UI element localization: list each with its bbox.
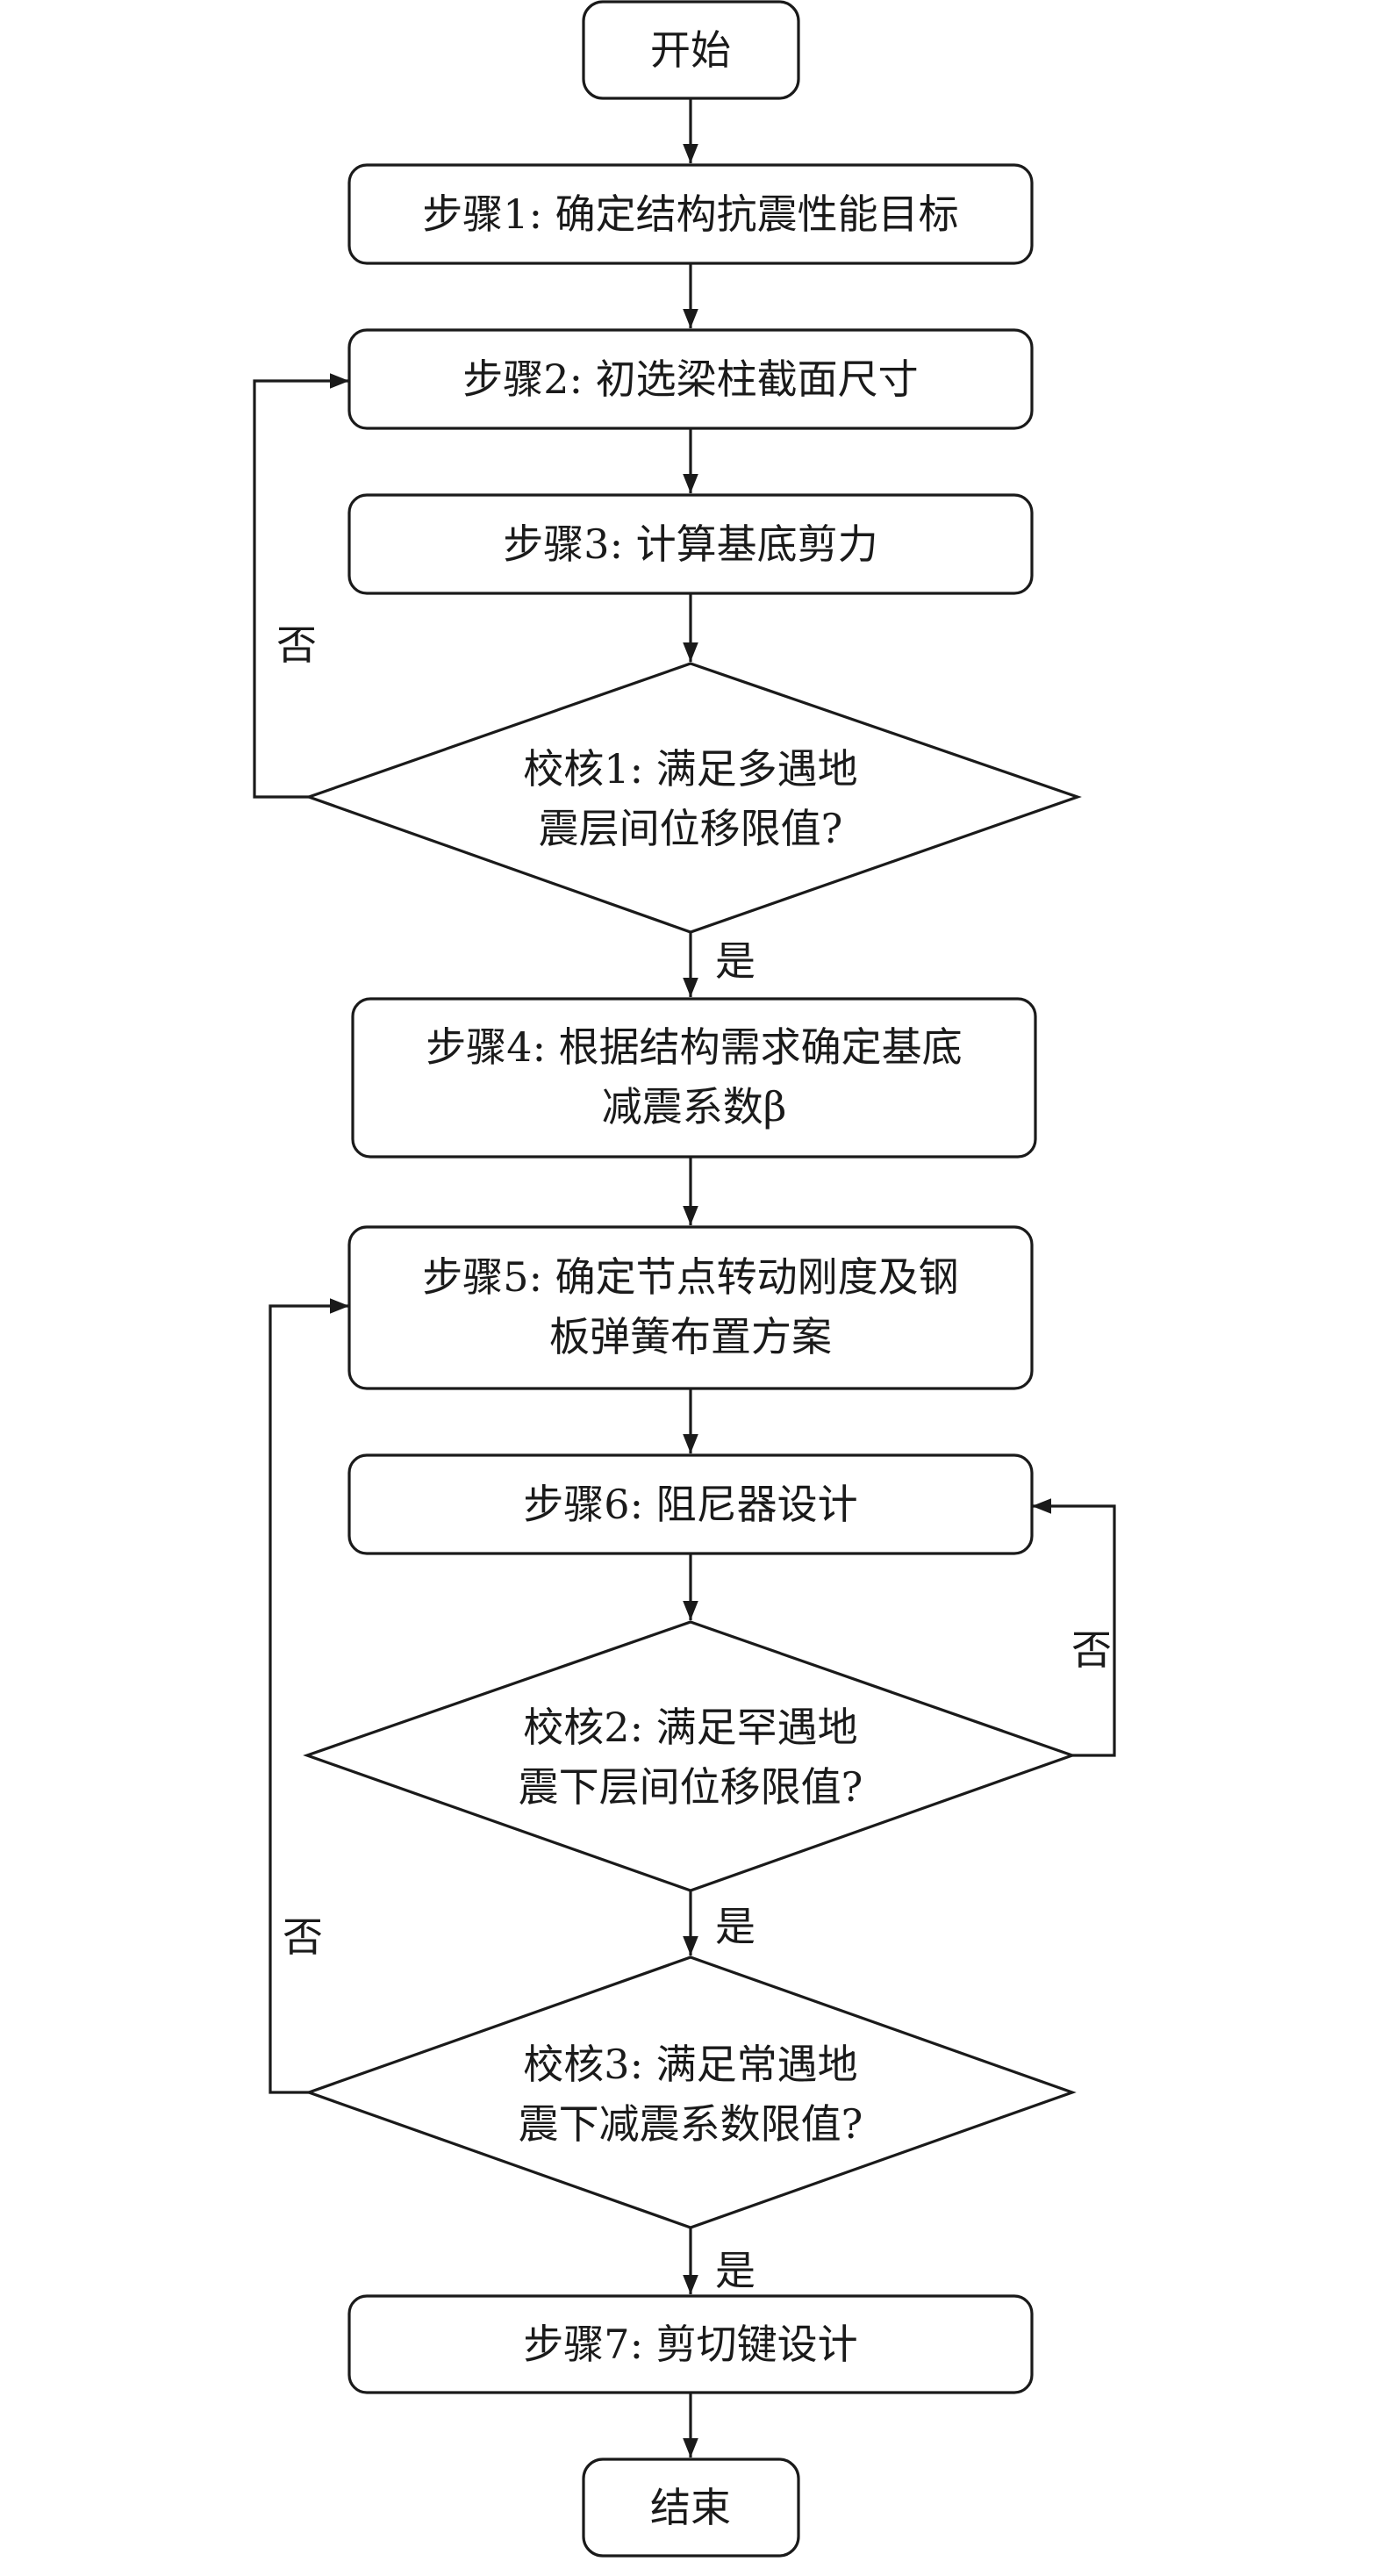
edge-check3-no-step5 <box>269 1298 349 2094</box>
label-check2-no: 否 <box>1071 1626 1112 1674</box>
label-check1-yes: 是 <box>715 937 755 985</box>
node-step7-label: 步骤7: 剪切键设计 <box>523 2321 857 2368</box>
node-step7: 步骤7: 剪切键设计 <box>347 2294 1034 2394</box>
node-check1-line1: 校核1: 满足多遇地 <box>523 745 857 793</box>
node-step3-label: 步骤3: 计算基底剪力 <box>503 520 877 568</box>
label-check2-yes: 是 <box>715 1903 755 1950</box>
node-check3-line1: 校核3: 满足常遇地 <box>523 2041 857 2088</box>
node-check3-line2: 震下减震系数限值? <box>519 2100 863 2148</box>
node-step4: 步骤4: 根据结构需求确定基底 减震系数β <box>351 997 1037 1159</box>
node-check2: 校核2: 满足罕遇地 震下层间位移限值? <box>303 1620 1077 1892</box>
node-step2-label: 步骤2: 初选梁柱截面尺寸 <box>462 355 918 403</box>
node-start: 开始 <box>582 0 800 100</box>
node-step1: 步骤1: 确定结构抗震性能目标 <box>347 163 1034 265</box>
label-check3-yes: 是 <box>715 2247 755 2294</box>
node-step2: 步骤2: 初选梁柱截面尺寸 <box>347 328 1034 430</box>
node-end-label: 结束 <box>650 2484 731 2531</box>
node-check1-line2: 震层间位移限值? <box>539 805 843 852</box>
node-step4-line1: 步骤4: 根据结构需求确定基底 <box>426 1023 962 1071</box>
node-start-label: 开始 <box>650 26 731 74</box>
node-step6: 步骤6: 阻尼器设计 <box>347 1453 1034 1555</box>
node-step1-label: 步骤1: 确定结构抗震性能目标 <box>422 190 958 238</box>
node-check3: 校核3: 满足常遇地 震下减震系数限值? <box>304 1955 1077 2229</box>
node-end: 结束 <box>582 2458 800 2558</box>
node-step5-line2: 板弹簧布置方案 <box>549 1313 832 1360</box>
label-check3-no: 否 <box>283 1913 323 1961</box>
node-step5: 步骤5: 确定节点转动刚度及钢 板弹簧布置方案 <box>347 1225 1034 1390</box>
label-check1-no: 否 <box>276 621 317 669</box>
edge-check2-no-step6 <box>1032 1498 1116 1757</box>
node-step5-line1: 步骤5: 确定节点转动刚度及钢 <box>422 1253 958 1301</box>
node-check2-line2: 震下层间位移限值? <box>519 1763 863 1811</box>
edge-check1-no-step2 <box>253 373 349 799</box>
node-step3: 步骤3: 计算基底剪力 <box>347 493 1034 595</box>
node-check1: 校核1: 满足多遇地 震层间位移限值? <box>304 662 1082 934</box>
edges <box>253 98 1116 2458</box>
node-step6-label: 步骤6: 阻尼器设计 <box>523 1481 857 1528</box>
edge-labels: 否 是 否 是 否 是 <box>276 621 1112 2294</box>
node-check2-line1: 校核2: 满足罕遇地 <box>523 1704 857 1751</box>
node-step4-line2: 减震系数β <box>602 1083 787 1130</box>
